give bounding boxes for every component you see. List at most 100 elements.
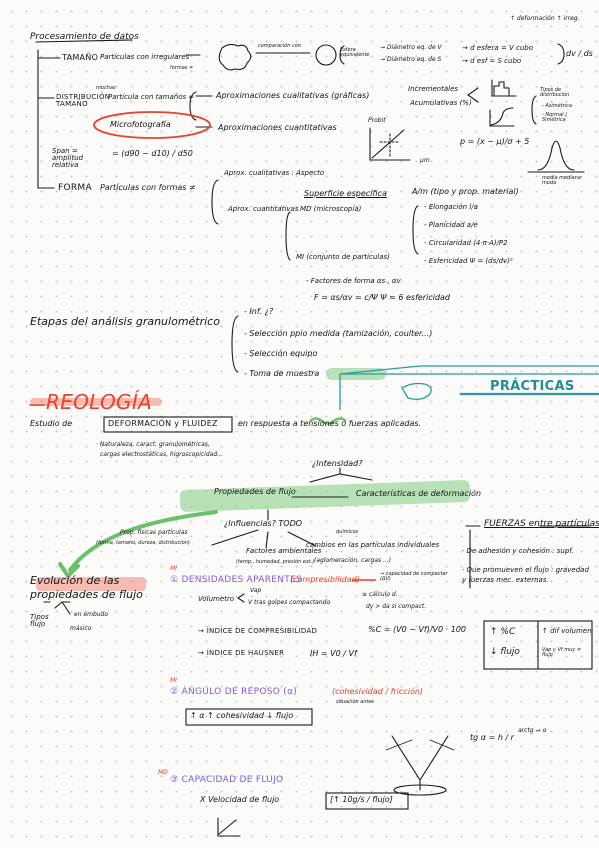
factores-forma: - Factores de forma αs , αv <box>306 277 401 285</box>
tamano-text: Partículas con irregulares <box>100 53 190 61</box>
ih-label: → ÍNDICE DE HAUSNER <box>198 649 285 657</box>
span-label: Span = amplitud relativa <box>52 147 84 169</box>
elongacion: - Elongación l/a <box>424 203 478 211</box>
etapa-4: - Toma de muestra <box>244 369 320 378</box>
comparacion-label: comparación con <box>258 43 301 49</box>
item1-tag: MI <box>170 565 177 572</box>
item3-title: ③ CAPACIDAD DE FLUJO <box>170 775 284 785</box>
forma-aprox-cual: Aprox. cualitativas : Aspecto <box>224 169 325 177</box>
velocidad-flujo: X Velocidad de flujo <box>200 795 280 804</box>
circularidad: - Circularidad (4·π·A)/P2 <box>424 239 508 247</box>
prop-flujo: Propiedades de flujo <box>214 487 296 496</box>
esfericidad: - Esfericidad Ψ = (ds/dv)² <box>424 257 513 265</box>
probit-label: Probit <box>368 117 386 124</box>
fuerzas-1: · De adhesión y cohesión : supf. <box>462 547 574 555</box>
distribucion-label: DISTRIBUCIÓN TAMAÑO <box>56 93 111 108</box>
tipos-flujo: Tipos flujo <box>30 613 49 628</box>
top-right-note: ↑ deformación ↑ irreg. <box>510 15 580 22</box>
forma-aprox-cuant: Aprox. cuantitativas <box>228 205 299 213</box>
influencias: ¿Influencias? TODO <box>224 519 303 528</box>
fuerzas-2: · Que promueven el flujo : gravedad y fu… <box>462 566 589 584</box>
micro-label: Microfotografía <box>110 120 171 129</box>
en-embudo: en embudo <box>74 611 109 618</box>
practicas-label: PRÁCTICAS <box>490 379 575 394</box>
factores-ambientales: Factores ambientales <box>246 547 322 555</box>
tamano-label: TAMAÑO <box>62 53 99 62</box>
ih-equation: IH = V0 / Vf <box>310 649 357 658</box>
tg-equation: tg α = h / r <box>470 733 514 742</box>
reologia-title: REOLOGÍA <box>46 390 153 414</box>
item1-cap: → capacidad de compactar (ΔV) <box>380 571 448 582</box>
acumulativas: Acumulativas (%) <box>410 99 472 107</box>
prop-fisicas: Prop. físicas partículas <box>120 529 188 536</box>
f-equation: F = αs/αv = c/Ψ Ψ ≈ 6 esfericidad <box>314 293 450 302</box>
distribucion-text: Partícula con tamaños ≠ <box>108 93 195 101</box>
media-mediana-moda: media mediana moda <box>542 175 581 186</box>
ic-label: → ÍNDICE DE COMPRESIBILIDAD <box>198 627 318 635</box>
factores-ambientales-2: (temp., humedad, presión ext.) <box>236 559 315 565</box>
box-vap-vf: Vap y Vf muy ≠ flujo <box>542 647 582 658</box>
diametro-s: → Diámetro eq. de S <box>380 56 442 63</box>
box-volumen: ↑ dif volumen <box>542 627 592 635</box>
span-equation: = (d90 − d10) / d50 <box>112 149 193 158</box>
ic-equation: %C = (V0 − Vf)/V0 · 100 <box>368 625 467 634</box>
item2-box: ↑ α ↑ cohesividad ↓ flujo <box>190 711 294 720</box>
naturaleza-2: cargas electrostáticas, higroscopicidad.… <box>100 451 223 458</box>
highlight-red-evolucion <box>36 577 146 591</box>
highlight-red-reologia <box>30 398 162 406</box>
am-label: A/m (tipo y prop. material) <box>412 187 519 196</box>
normal-simetrica: - Normal / Simétrica <box>542 112 567 123</box>
p-equation: p = (x − μ)/σ + 5 <box>460 137 530 146</box>
micro-circle <box>93 111 211 139</box>
tamano-small: formas ≠ <box>170 65 194 71</box>
cambios-particulas: cambios en las partículas individuales <box>306 541 440 549</box>
estudio-rest: en respuesta a tensiones o fuerzas aplic… <box>238 419 422 428</box>
ds-eq: → d esf = S cubo <box>462 57 522 65</box>
item2-tag: MI <box>170 677 177 684</box>
intensidad-label: ¿Intensidad? <box>312 459 363 468</box>
etapa-1: - Inf. ¿? <box>244 307 274 316</box>
tipos-distribucion: Tipos de distribución <box>540 87 570 98</box>
situacion: situación antes <box>336 699 375 705</box>
procesamiento-title: Procesamiento de datos <box>30 32 139 42</box>
aprox-cuant: Aproximaciones cuantitativas <box>218 123 337 132</box>
planicidad: - Planicidad a/e <box>424 221 478 229</box>
item3-tag: MD <box>158 769 168 776</box>
vtras: V tras golpes compactando <box>248 599 331 606</box>
evolucion-title: Evolución de las propiedades de flujo <box>30 574 143 602</box>
item1-title: ① DENSIDADES APARENTES <box>170 575 303 585</box>
cambios-particulas-2: (aglomeración, cargas ...) <box>314 557 392 564</box>
volumetro: Volumetro <box>198 595 235 603</box>
esfera-label: Esfera equivalente <box>340 47 370 58</box>
item1-comp: (compresibilidad) <box>290 575 360 584</box>
deform-fluidez: DEFORMACIÓN y FLUIDEZ <box>108 419 218 428</box>
etapa-3: - Selección equipo <box>244 349 318 358</box>
vap: Vap <box>250 587 262 594</box>
velocidad-box: [↑ 10g/s / flujo] <box>330 795 393 804</box>
dy-da: dy > da si compact. <box>366 603 427 610</box>
incrementales: Incrementales <box>408 85 459 93</box>
item2-rest: (cohesividad / fricción) <box>332 687 424 696</box>
etapas-title: Etapas del análisis granulométrico <box>30 315 220 328</box>
box-c: ↑ %C <box>490 627 516 637</box>
forma-label: FORMA <box>58 183 92 193</box>
calculo: ≥ cálculo d. <box>362 591 398 598</box>
dv-ds: dv / ds <box>566 49 593 58</box>
distribucion-small: muchas <box>96 85 116 91</box>
fuerzas-title: FUERZAS entre partículas <box>484 519 599 529</box>
quimicos-label: químicos <box>336 529 359 535</box>
dv-eq: → d esfera = V cubo <box>462 44 533 52</box>
aprox-cual: Aproximaciones cualitativas (gráficas) <box>216 91 370 100</box>
diametro-v: → Diámetro eq. de V <box>380 44 442 51</box>
arctg: arctg → α <box>518 727 547 734</box>
etapa-2: - Selección ppio medida (tamización, cou… <box>244 329 433 338</box>
carac-deformacion: Características de deformación <box>356 489 482 498</box>
asimetrica: - Asimétrica <box>542 103 572 109</box>
forma-text: Partículas con formas ≠ <box>100 183 196 192</box>
superficie-especifica: Superficie específica <box>304 189 387 198</box>
md-label: MD (microscopía) <box>300 205 362 213</box>
mi-label: MI (conjunto de partículas) <box>296 253 390 261</box>
box-flujo: ↓ flujo <box>490 647 520 657</box>
prop-fisicas-2: (forma, tamaño, dureza, distribución) <box>96 540 190 546</box>
